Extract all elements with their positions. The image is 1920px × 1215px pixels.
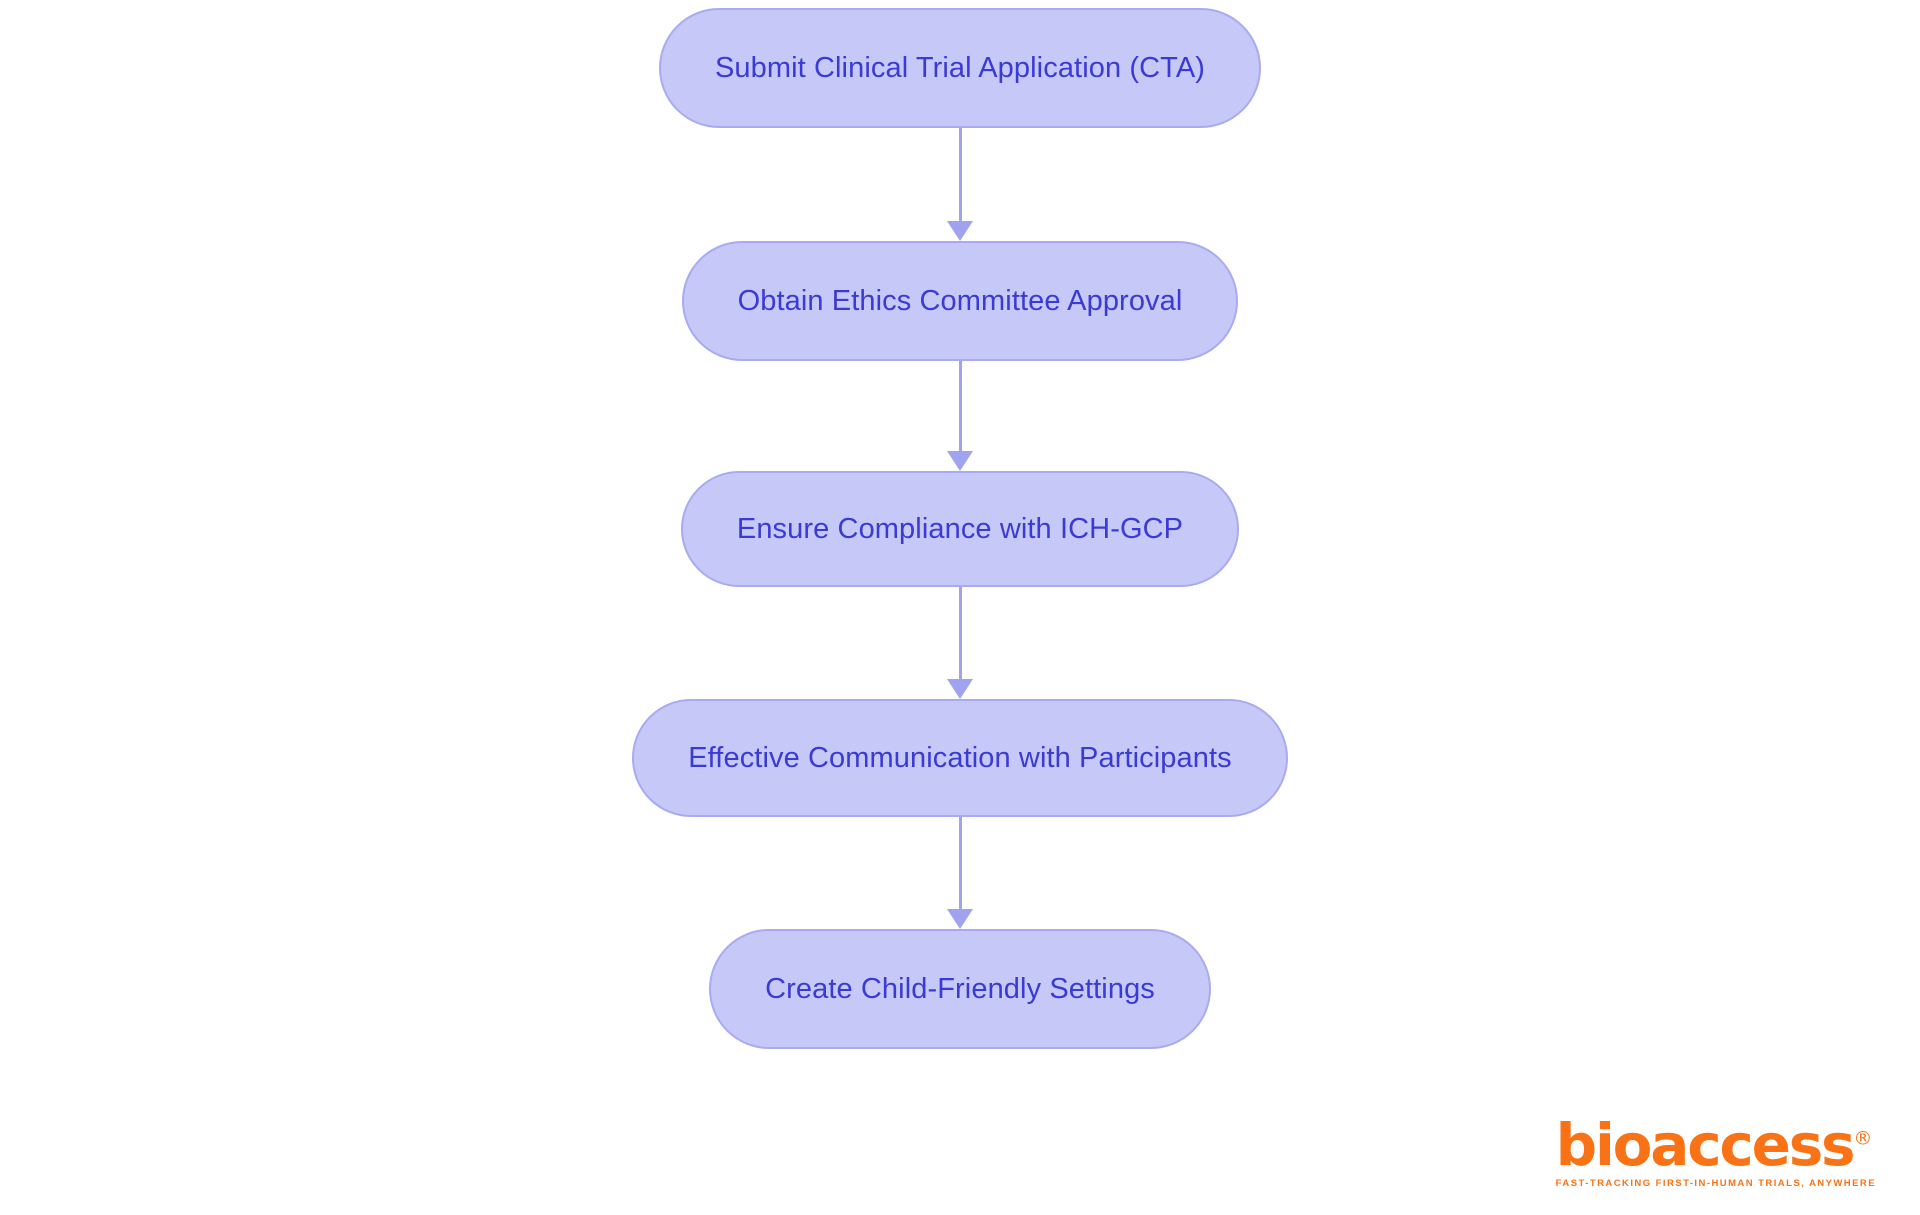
flow-node-label: Obtain Ethics Committee Approval [737, 284, 1183, 317]
logo-wordmark-text: bioaccess® [1556, 1116, 1873, 1174]
arrow-down-icon [947, 451, 973, 471]
flow-connector-1 [947, 128, 973, 241]
connector-line [958, 587, 962, 679]
arrow-down-icon [947, 221, 973, 241]
flow-node-label: Create Child-Friendly Settings [765, 972, 1155, 1005]
flowchart-node-column: Submit Clinical Trial Application (CTA) … [632, 8, 1288, 1049]
flow-node-ethics-approval[interactable]: Obtain Ethics Committee Approval [681, 241, 1239, 361]
flow-node-child-friendly-settings[interactable]: Create Child-Friendly Settings [709, 929, 1211, 1049]
flow-node-label: Ensure Compliance with ICH-GCP [736, 512, 1184, 545]
flow-node-label: Effective Communication with Participant… [688, 741, 1232, 774]
flow-node-effective-communication[interactable]: Effective Communication with Participant… [632, 699, 1288, 817]
arrow-down-icon [947, 679, 973, 699]
flow-node-label: Submit Clinical Trial Application (CTA) [714, 51, 1206, 84]
flow-connector-4 [947, 817, 973, 929]
connector-line [958, 128, 962, 221]
flow-connector-3 [947, 587, 973, 699]
arrow-down-icon [947, 909, 973, 929]
flow-connector-2 [947, 361, 973, 471]
bioaccess-logo: bioaccess® FAST-TRACKING FIRST-IN-HUMAN … [1556, 1116, 1876, 1189]
flow-node-ich-gcp-compliance[interactable]: Ensure Compliance with ICH-GCP [680, 471, 1240, 587]
logo-tagline: FAST-TRACKING FIRST-IN-HUMAN TRIALS, ANY… [1555, 1178, 1876, 1189]
flow-node-submit-cta[interactable]: Submit Clinical Trial Application (CTA) [658, 8, 1262, 128]
logo-wordmark-label: bioaccess [1555, 1111, 1856, 1179]
connector-line [958, 817, 962, 909]
connector-line [958, 361, 962, 451]
registered-trademark-icon: ® [1853, 1127, 1873, 1150]
